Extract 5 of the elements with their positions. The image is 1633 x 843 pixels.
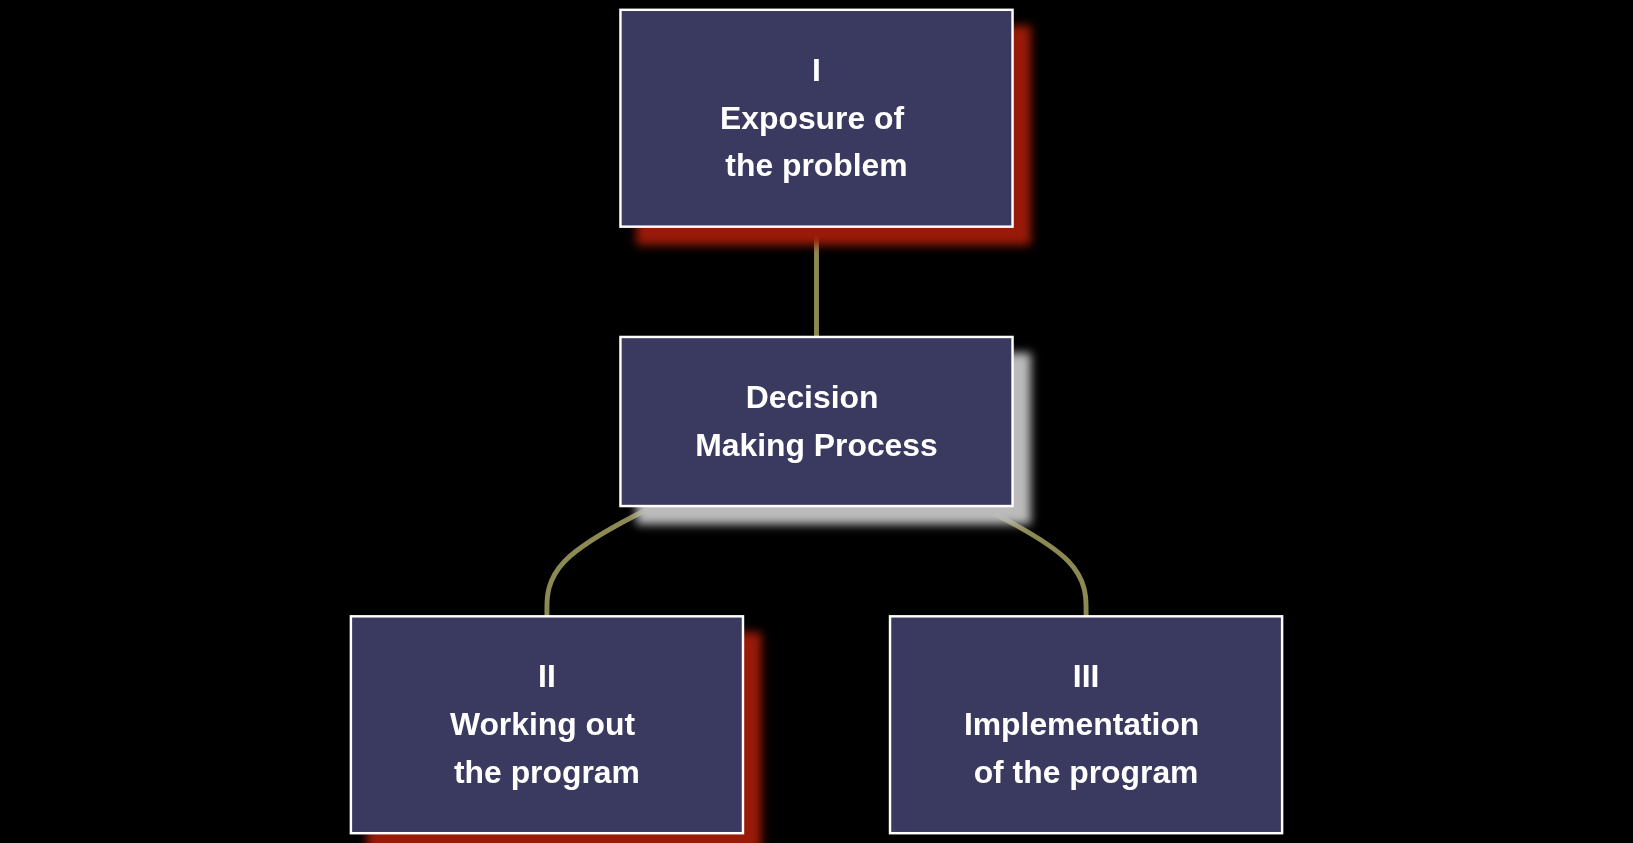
connector [814, 226, 819, 337]
node-box: III Implementation of the program [888, 615, 1284, 835]
node-box: II Working out the program [349, 615, 745, 835]
node-box: I Exposure of the problem [619, 8, 1014, 228]
node-box: Decision Making Process [619, 335, 1014, 508]
